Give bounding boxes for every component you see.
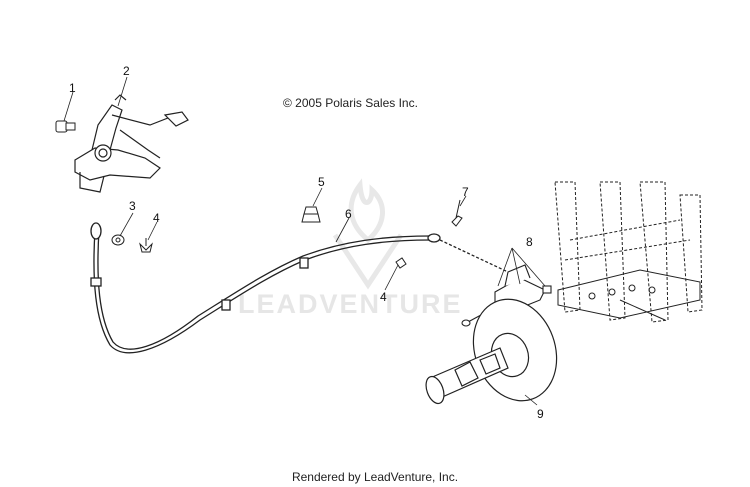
part-3-washer xyxy=(111,234,125,246)
copyright-text: © 2005 Polaris Sales Inc. xyxy=(283,96,418,110)
part-7-pin xyxy=(451,199,463,227)
callout-2: 2 xyxy=(123,64,130,78)
watermark-logo-text: LEADVENTURE xyxy=(238,289,463,319)
part-5-grommet xyxy=(301,206,321,223)
part-9-brake-disc-driveshaft xyxy=(425,298,558,405)
callout-9: 9 xyxy=(537,407,544,421)
watermark-flame-icon xyxy=(332,178,404,290)
vehicle-frame xyxy=(554,181,703,323)
callout-4: 4 xyxy=(153,211,160,225)
callout-6: 6 xyxy=(345,207,352,221)
part-2-lever-assembly xyxy=(74,94,189,193)
callout-5: 5 xyxy=(318,175,325,189)
callout-3: 3 xyxy=(129,199,136,213)
part-1-bolt xyxy=(55,120,76,133)
callout-1: 1 xyxy=(69,81,76,95)
part-4-clip-right xyxy=(395,257,407,269)
footer-credit: Rendered by LeadVenture, Inc. xyxy=(291,470,459,484)
callout-4-right: 4 xyxy=(380,290,387,304)
callout-8: 8 xyxy=(526,235,533,249)
part-4-clip-left xyxy=(139,238,153,253)
leader-lines xyxy=(63,76,538,406)
part-6-brake-cable xyxy=(90,222,509,354)
callout-7: 7 xyxy=(462,185,469,199)
